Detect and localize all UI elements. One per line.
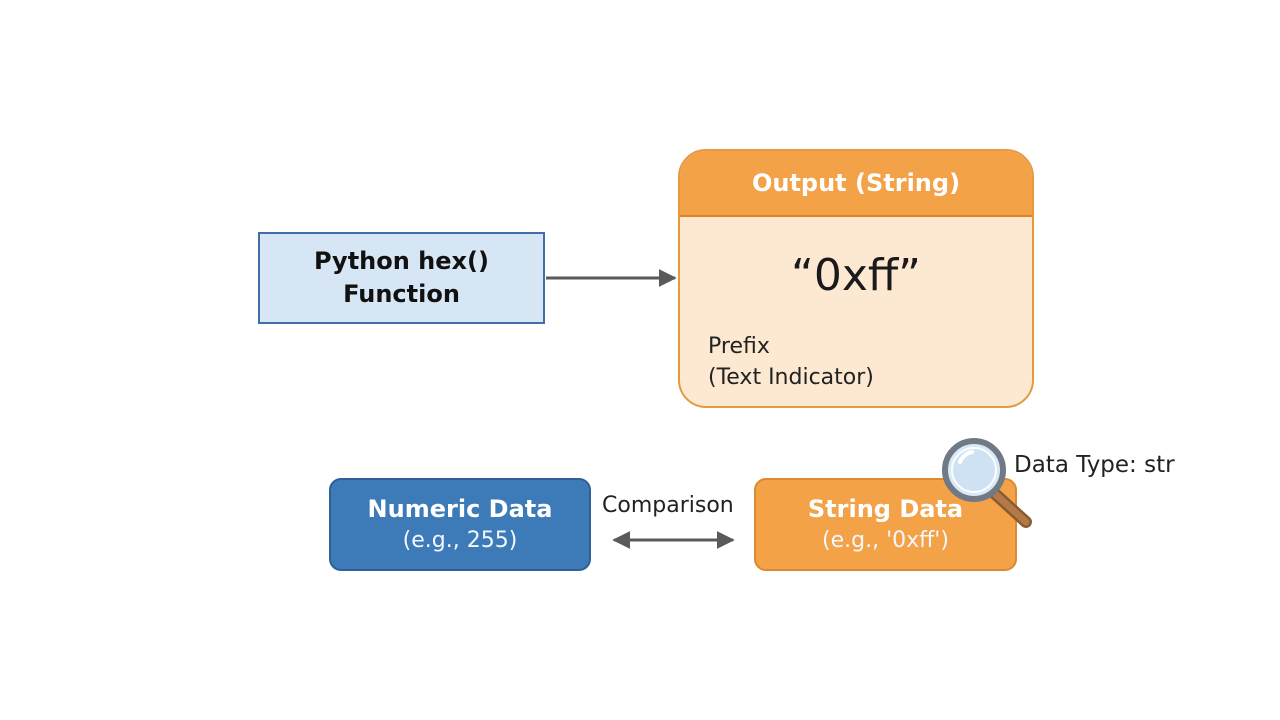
hex-function-line2: Function [343,280,460,308]
hex-function-box: Python hex() Function [258,232,545,324]
prefix-description: (Text Indicator) [708,365,874,390]
output-box: Output (String) “0xff” Prefix (Text Indi… [678,149,1034,408]
magnifying-glass-icon [942,438,1032,528]
comparison-label: Comparison [602,493,734,518]
prefix-note: Prefix (Text Indicator) [708,331,874,393]
numeric-data-title: Numeric Data [367,495,553,523]
numeric-data-box: Numeric Data (e.g., 255) [329,478,591,571]
string-data-example: (e.g., '0xff') [822,528,949,553]
hex-function-line1: Python hex() [314,247,489,275]
output-value: “0xff” [791,250,921,301]
numeric-data-example: (e.g., 255) [402,528,518,553]
prefix-label: Prefix [708,334,770,359]
data-type-label: Data Type: str [1014,452,1175,478]
string-data-title: String Data [807,495,964,523]
output-header: Output (String) [680,151,1032,217]
